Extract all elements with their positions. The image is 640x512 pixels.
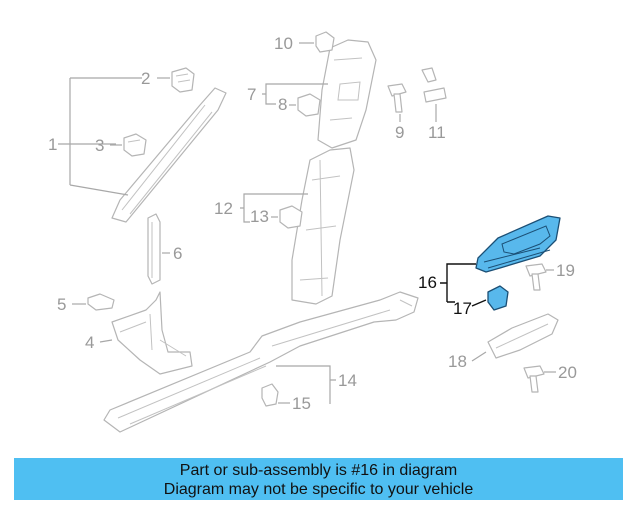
leader-1: [58, 77, 142, 196]
part-15-clip: [261, 383, 279, 407]
callout-11: 11: [428, 123, 446, 142]
callout-1: 1: [48, 135, 57, 154]
leader-16: [440, 263, 476, 302]
callout-10: 10: [274, 34, 293, 53]
part-20-screw: [523, 365, 545, 393]
callout-5: 5: [57, 295, 66, 314]
callout-6: 6: [173, 244, 182, 263]
part-3-clip: [123, 133, 147, 157]
leader-4: [99, 339, 113, 343]
parts-diagram: 1 2 3 6 5 4 7 8 10: [48, 31, 577, 433]
callout-17: 17: [453, 299, 472, 318]
callout-19: 19: [556, 261, 575, 280]
part-12-b-pillar-lower: [291, 147, 355, 305]
callout-20: 20: [558, 363, 577, 382]
part-2-clip: [171, 67, 195, 93]
part-14-sill-plate: [103, 291, 419, 433]
caption-banner: Part or sub-assembly is #16 in diagram D…: [14, 458, 623, 500]
part-11-bracket: [421, 67, 447, 103]
callout-16: 16: [418, 273, 437, 292]
part-18-bracket: [487, 313, 559, 359]
callout-13: 13: [250, 207, 269, 226]
callout-15: 15: [292, 394, 311, 413]
leader-18: [471, 351, 487, 362]
leader-17: [447, 299, 487, 307]
part-9-bolt: [387, 83, 407, 113]
callout-7: 7: [247, 85, 256, 104]
leader-12: [240, 193, 308, 223]
callout-4: 4: [85, 333, 94, 352]
caption-line-1: Part or sub-assembly is #16 in diagram: [179, 462, 458, 479]
callout-8: 8: [278, 95, 287, 114]
part-4-kick-panel: [111, 291, 193, 375]
part-13-clip: [279, 205, 303, 229]
part-1-a-pillar-trim: [111, 87, 227, 223]
callout-2: 2: [141, 69, 150, 88]
part-5-clip: [87, 293, 115, 311]
callout-18: 18: [448, 352, 467, 371]
part-6-trim: [147, 213, 161, 285]
part-19-screw: [525, 263, 547, 291]
callout-14: 14: [338, 371, 357, 390]
leader-14: [276, 365, 336, 404]
part-8-clip: [297, 93, 321, 117]
part-7-b-pillar-upper: [317, 39, 377, 149]
part-10-clip: [315, 31, 335, 53]
leader-7: [262, 83, 328, 105]
callout-3: 3: [95, 136, 104, 155]
caption-line-2: Diagram may not be specific to your vehi…: [163, 481, 474, 498]
callout-9: 9: [395, 123, 404, 142]
callout-12: 12: [214, 199, 233, 218]
part-16-grab-handle-trim[interactable]: [475, 215, 561, 273]
part-17-clip[interactable]: [487, 285, 509, 311]
